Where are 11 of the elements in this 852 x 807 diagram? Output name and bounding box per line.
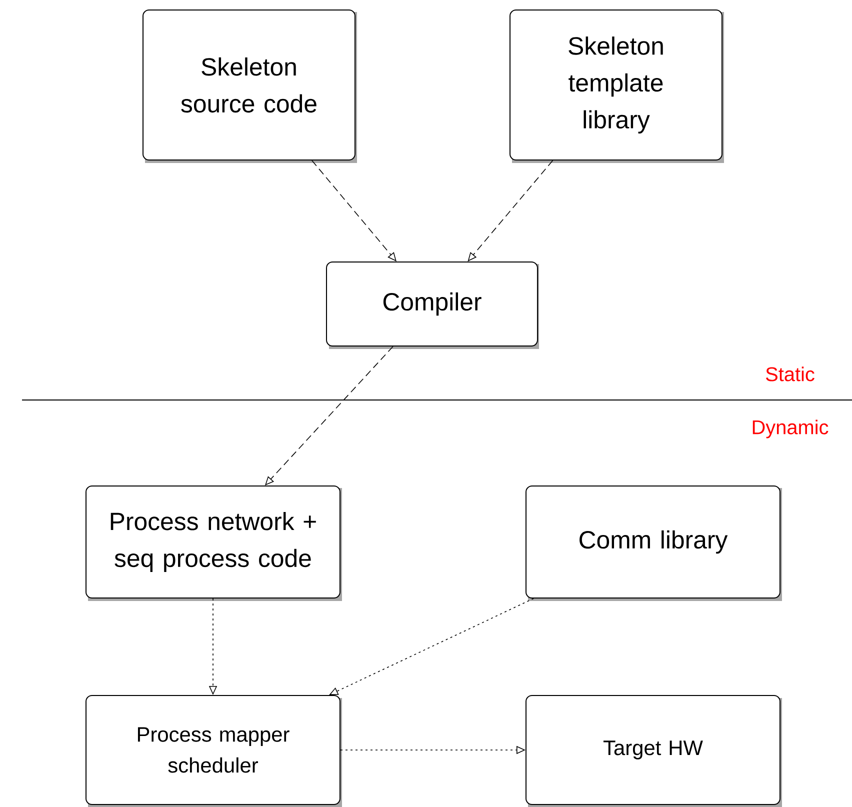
process-box: Compiler [326, 262, 539, 349]
process-box: Skeleton template library [510, 10, 724, 163]
arrow [468, 160, 554, 262]
process-box: Target HW [526, 695, 782, 807]
process-box: Skeleton source code [142, 10, 357, 163]
process-box: Process network + seq process code [86, 486, 342, 601]
region-label: Static [766, 366, 814, 382]
process-box: Comm library [526, 486, 782, 601]
arrow [312, 160, 396, 262]
process-box: Process mapper scheduler [86, 695, 342, 807]
region-label: Dynamic [752, 420, 828, 438]
